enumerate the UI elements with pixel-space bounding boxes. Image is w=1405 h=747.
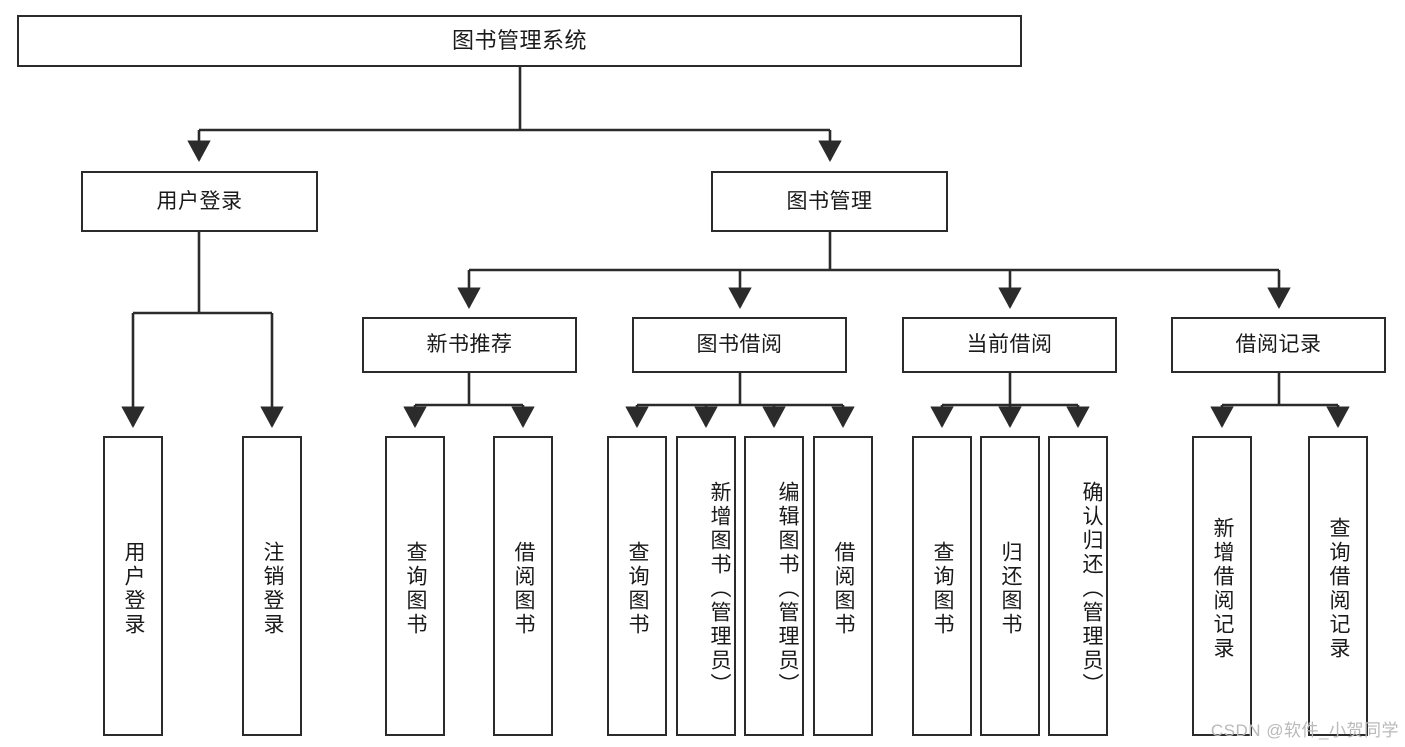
leaf-bb-query-book-label: 查询图书 <box>626 541 649 637</box>
leaf-bb-edit-book-admin[interactable]: 编辑图书（管理员） <box>744 436 804 736</box>
leaf-br-add-record-label: 新增借阅记录 <box>1211 517 1234 661</box>
leaf-br-query-record-label: 查询借阅记录 <box>1327 517 1350 661</box>
leaf-bb-borrow-book[interactable]: 借阅图书 <box>813 436 873 736</box>
leaf-cb-confirm-return-admin-label: 确认归还（管理员） <box>1080 481 1103 697</box>
leaf-user-login-label: 用户登录 <box>122 541 145 637</box>
leaf-cb-query-book-label: 查询图书 <box>931 541 954 637</box>
node-user-login[interactable]: 用户登录 <box>81 171 318 232</box>
node-borrow-records[interactable]: 借阅记录 <box>1171 317 1386 373</box>
node-new-book-recommend[interactable]: 新书推荐 <box>362 317 577 373</box>
node-book-borrow[interactable]: 图书借阅 <box>632 317 847 373</box>
node-current-borrow[interactable]: 当前借阅 <box>902 317 1117 373</box>
csdn-watermark: CSDN @软件_小贺同学 <box>1210 721 1399 740</box>
leaf-bb-query-book[interactable]: 查询图书 <box>607 436 667 736</box>
leaf-bb-add-book-admin-label: 新增图书（管理员） <box>708 481 731 697</box>
leaf-nb-borrow-book-label: 借阅图书 <box>512 541 535 637</box>
leaf-nb-borrow-book[interactable]: 借阅图书 <box>493 436 553 736</box>
leaf-bb-borrow-book-label: 借阅图书 <box>832 541 855 637</box>
node-book-management[interactable]: 图书管理 <box>711 171 948 232</box>
leaf-bb-add-book-admin[interactable]: 新增图书（管理员） <box>676 436 736 736</box>
leaf-nb-query-book-label: 查询图书 <box>404 541 427 637</box>
leaf-br-add-record[interactable]: 新增借阅记录 <box>1192 436 1252 736</box>
node-root-library-system[interactable]: 图书管理系统 <box>17 15 1022 67</box>
leaf-br-query-record[interactable]: 查询借阅记录 <box>1308 436 1368 736</box>
leaf-user-login[interactable]: 用户登录 <box>103 436 163 736</box>
leaf-logout[interactable]: 注销登录 <box>242 436 302 736</box>
leaf-cb-return-book-label: 归还图书 <box>999 541 1022 637</box>
leaf-nb-query-book[interactable]: 查询图书 <box>385 436 445 736</box>
leaf-cb-return-book[interactable]: 归还图书 <box>980 436 1040 736</box>
leaf-bb-edit-book-admin-label: 编辑图书（管理员） <box>776 481 799 697</box>
leaf-cb-query-book[interactable]: 查询图书 <box>912 436 972 736</box>
leaf-cb-confirm-return-admin[interactable]: 确认归还（管理员） <box>1048 436 1108 736</box>
leaf-logout-label: 注销登录 <box>261 541 284 637</box>
